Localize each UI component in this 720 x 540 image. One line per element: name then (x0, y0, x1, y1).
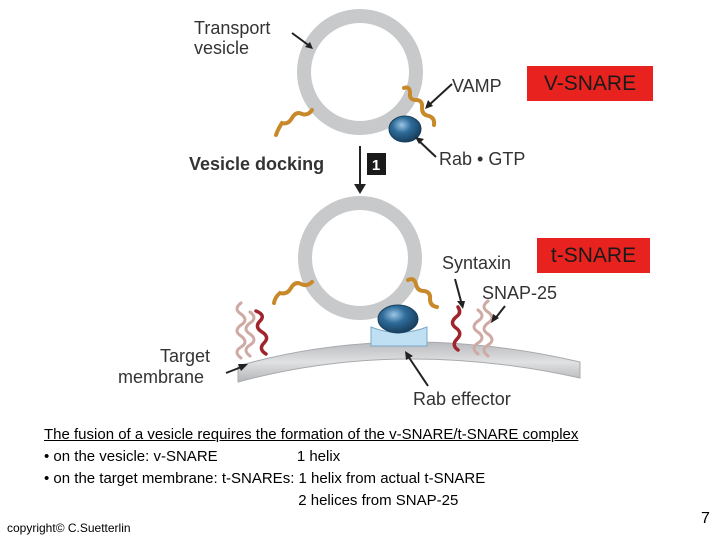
caption: The fusion of a vesicle requires the for… (44, 424, 704, 512)
target-membrane-label-1: Target (160, 346, 210, 366)
rab-gtp-protein (388, 115, 422, 143)
syntaxin-coil-right (450, 305, 462, 352)
transport-vesicle-label-1: Transport (194, 18, 270, 38)
rab-effector-pointer (407, 355, 429, 387)
docked-vesicle (298, 196, 422, 320)
snap25-coil-right-b (482, 299, 494, 358)
caption-line-snap25: 2 helices from SNAP-25 (44, 492, 459, 509)
rab-gtp-pointer (417, 139, 437, 158)
rab-effector (370, 326, 428, 347)
transport-vesicle-label-2: vesicle (194, 38, 249, 58)
copyright-notice: copyright© C.Suetterlin (7, 521, 131, 535)
caption-line-target-membrane: • on the target membrane: t-SNAREs: 1 he… (44, 470, 486, 487)
snap25-coil-left-b (244, 310, 256, 358)
vamp-label: VAMP (452, 76, 502, 96)
target-membrane (237, 341, 581, 383)
step-number: 1 (372, 157, 380, 174)
vesicle-docking-label: Vesicle docking (189, 154, 324, 174)
vamp-coil-left (274, 108, 314, 137)
page-number: 7 (701, 510, 710, 527)
syntaxin-label: Syntaxin (442, 253, 511, 273)
snap25-label: SNAP-25 (482, 283, 557, 303)
snare-diagram: Transport vesicle VAMP Vesicle docking 1… (118, 9, 581, 409)
transport-vesicle (297, 9, 423, 135)
t-snare-highlight-box: t-SNARE (537, 238, 650, 273)
snap25-coil-right-a (472, 308, 484, 356)
docked-vamp-coil-right (406, 277, 439, 309)
caption-line-vesicle: • on the vesicle: v-SNARE 1 helix (44, 448, 341, 465)
syntaxin-pointer (454, 278, 463, 306)
v-snare-highlight-box: V-SNARE (527, 66, 653, 101)
vamp-pointer (427, 83, 453, 107)
syntaxin-coil-left (254, 309, 269, 356)
docked-rab-protein (377, 304, 419, 334)
docked-vamp-coil-left (272, 280, 314, 305)
vamp-coil-right (402, 85, 437, 127)
rab-effector-label: Rab effector (413, 389, 511, 409)
target-membrane-label-2: membrane (118, 367, 204, 387)
docking-arrow-head (354, 184, 366, 194)
snap25-coil-left-a (235, 301, 247, 360)
step-number-badge (367, 153, 386, 175)
caption-title: The fusion of a vesicle requires the for… (44, 426, 579, 443)
rab-gtp-label: Rab • GTP (439, 149, 525, 169)
